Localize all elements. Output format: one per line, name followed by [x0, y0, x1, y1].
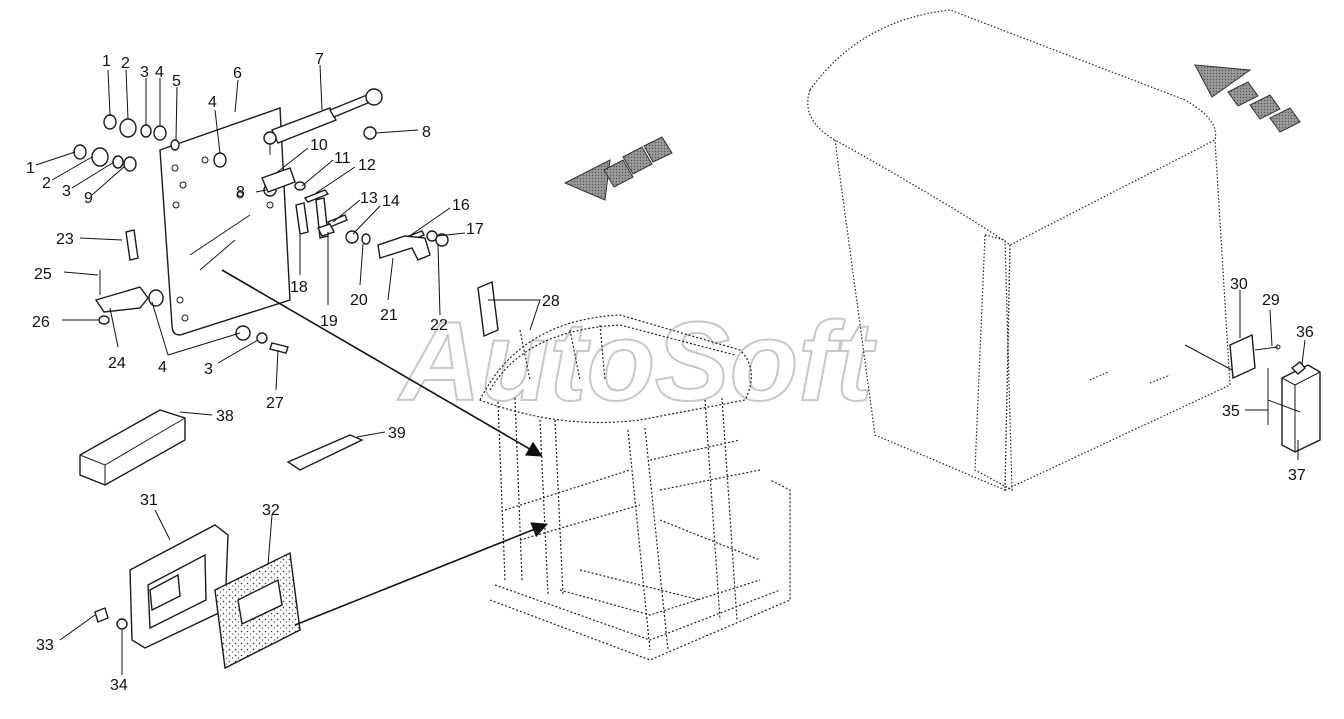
callout-29: 29 — [1262, 292, 1280, 309]
panel — [129, 524, 229, 649]
callout-3-bottom: 3 — [204, 361, 213, 378]
callout-21: 21 — [380, 307, 398, 324]
gas-strut — [263, 88, 383, 155]
bolt-and-washer — [94, 607, 128, 630]
callout-31: 31 — [140, 492, 158, 509]
direction-arrow-left — [563, 136, 673, 201]
callout-1-top: 1 — [102, 53, 111, 70]
callout-39: 39 — [388, 425, 406, 442]
switch-box — [1267, 361, 1321, 453]
strip — [286, 434, 364, 471]
callout-35: 35 — [1222, 403, 1240, 420]
callout-10: 10 — [310, 137, 328, 154]
fasteners — [73, 114, 449, 354]
cover-part — [477, 280, 499, 338]
pointer-arrow-gasket — [294, 522, 548, 626]
callout-32: 32 — [262, 502, 280, 519]
callout-26: 26 — [32, 314, 50, 331]
callout-6: 6 — [233, 65, 242, 82]
callout-18: 18 — [290, 279, 308, 296]
callout-12: 12 — [358, 157, 376, 174]
callout-9: 9 — [84, 190, 93, 207]
callout-23: 23 — [56, 231, 74, 248]
callout-22: 22 — [430, 317, 448, 334]
watermark-text: AutoSoft — [397, 299, 877, 424]
callout-5: 5 — [172, 73, 181, 90]
callout-37: 37 — [1288, 467, 1306, 484]
callout-24: 24 — [108, 355, 126, 372]
callout-7: 7 — [315, 51, 324, 68]
callout-3-left: 3 — [62, 183, 71, 200]
pointer-arrow-window — [221, 269, 543, 457]
callout-13: 13 — [360, 190, 378, 207]
callout-20: 20 — [350, 292, 368, 309]
callout-34: 34 — [110, 677, 128, 694]
callout-38: 38 — [216, 408, 234, 425]
sealing-block — [79, 409, 186, 486]
callout-19: 19 — [320, 313, 338, 330]
side-bracket — [1184, 333, 1281, 380]
callout-11: 11 — [334, 150, 351, 167]
callout-25: 25 — [34, 266, 52, 283]
callout-2-top: 2 — [121, 55, 130, 72]
direction-arrow-right — [1194, 64, 1301, 133]
callout-3-top: 3 — [140, 64, 149, 81]
callout-14: 14 — [382, 193, 400, 210]
callout-16: 16 — [452, 197, 470, 214]
leader-lines — [35, 64, 1306, 675]
callout-4-top: 4 — [155, 64, 164, 81]
callout-30: 30 — [1230, 276, 1248, 293]
callout-1-left: 1 — [26, 160, 35, 177]
callout-2-left: 2 — [42, 175, 51, 192]
callout-4-mid: 4 — [208, 94, 217, 111]
callout-8-right: 8 — [422, 124, 431, 141]
cab-frame — [479, 314, 791, 661]
callout-labels: 1 2 3 4 5 6 4 7 8 1 2 3 9 10 11 12 8 13 … — [26, 51, 1314, 694]
callout-17: 17 — [466, 221, 484, 238]
gasket — [214, 551, 301, 670]
cab-shell — [807, 9, 1231, 492]
callout-4-bottom: 4 — [158, 359, 167, 376]
callout-28: 28 — [542, 293, 560, 310]
callout-8-left: 8 — [236, 184, 245, 201]
callout-27: 27 — [266, 395, 284, 412]
window-panel — [159, 107, 291, 336]
callout-36: 36 — [1296, 324, 1314, 341]
callout-33: 33 — [36, 637, 54, 654]
